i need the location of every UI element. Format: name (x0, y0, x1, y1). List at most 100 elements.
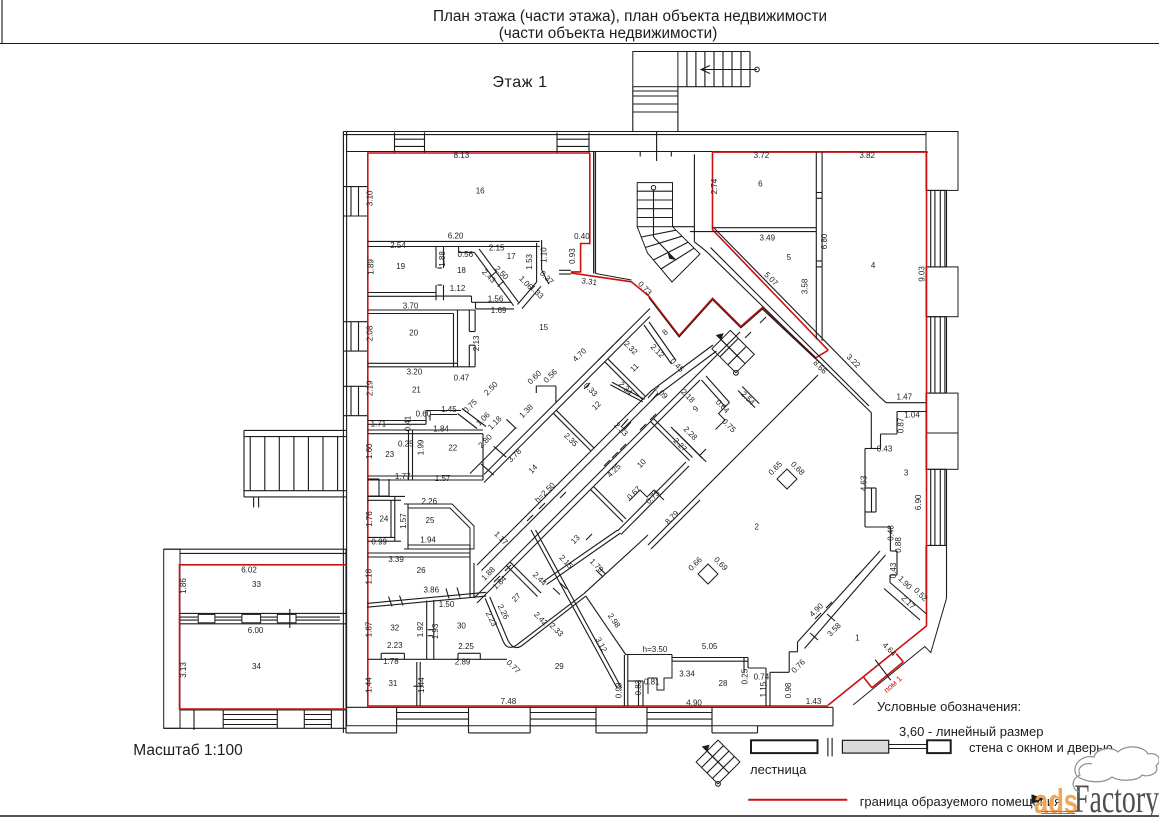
svg-text:33: 33 (252, 580, 261, 589)
svg-text:4.90: 4.90 (686, 698, 702, 707)
svg-text:2.23: 2.23 (387, 641, 403, 650)
svg-text:15: 15 (539, 323, 548, 332)
svg-text:6.20: 6.20 (448, 231, 464, 240)
svg-text:0.43: 0.43 (877, 445, 893, 454)
svg-text:2.54: 2.54 (390, 241, 406, 250)
svg-text:16: 16 (476, 187, 485, 196)
svg-text:1.89: 1.89 (366, 259, 375, 275)
svg-text:1.04: 1.04 (904, 411, 920, 420)
svg-text:0.93: 0.93 (568, 248, 577, 264)
svg-text:9.03: 9.03 (917, 266, 926, 282)
svg-text:9: 9 (691, 404, 701, 414)
svg-text:3.86: 3.86 (424, 585, 440, 594)
svg-text:6.02: 6.02 (241, 566, 257, 575)
svg-text:1.15: 1.15 (759, 681, 768, 697)
svg-text:1.78: 1.78 (383, 657, 399, 666)
svg-text:20: 20 (409, 328, 418, 337)
svg-text:Factory: Factory (1074, 776, 1159, 817)
svg-text:1.92: 1.92 (416, 621, 425, 637)
svg-text:24: 24 (379, 515, 388, 524)
svg-text:1.47: 1.47 (897, 393, 913, 402)
svg-text:0.41: 0.41 (404, 415, 413, 431)
svg-text:4.63: 4.63 (860, 475, 869, 491)
svg-text:1.57: 1.57 (399, 513, 408, 529)
svg-text:25: 25 (426, 516, 435, 525)
svg-text:5: 5 (787, 253, 792, 262)
svg-text:1.77: 1.77 (395, 472, 411, 481)
svg-text:7.48: 7.48 (501, 697, 517, 706)
svg-text:(части объекта недвижимости): (части объекта недвижимости) (499, 25, 718, 42)
svg-text:0.88: 0.88 (894, 537, 903, 553)
svg-text:4: 4 (871, 261, 876, 270)
svg-text:0.98: 0.98 (615, 682, 624, 698)
svg-text:1.99: 1.99 (416, 439, 425, 455)
svg-text:6.00: 6.00 (248, 626, 264, 635)
svg-text:32: 32 (390, 624, 399, 633)
svg-text:0.25: 0.25 (398, 440, 414, 449)
svg-text:2.15: 2.15 (489, 244, 505, 253)
svg-text:3,60 - линейный размер: 3,60 - линейный размер (899, 724, 1043, 739)
svg-text:5.05: 5.05 (702, 642, 718, 651)
svg-text:22: 22 (448, 443, 457, 452)
svg-text:0.99: 0.99 (371, 537, 387, 546)
svg-text:21: 21 (412, 386, 421, 395)
svg-text:1.60: 1.60 (365, 443, 374, 459)
svg-text:0.48: 0.48 (887, 525, 896, 541)
svg-text:19: 19 (396, 262, 405, 271)
svg-text:3.49: 3.49 (760, 234, 776, 243)
svg-text:3: 3 (904, 468, 909, 477)
svg-text:0.43: 0.43 (889, 562, 898, 578)
svg-text:граница образуемого помещения: граница образуемого помещения (860, 794, 1061, 809)
svg-text:0.47: 0.47 (454, 374, 470, 383)
svg-text:1.56: 1.56 (488, 294, 504, 303)
svg-text:6: 6 (758, 180, 763, 189)
svg-text:3.31: 3.31 (581, 276, 598, 287)
svg-text:6.80: 6.80 (820, 233, 829, 249)
svg-text:2.08: 2.08 (366, 325, 375, 341)
svg-text:31: 31 (388, 679, 397, 688)
svg-text:3.70: 3.70 (403, 302, 419, 311)
svg-text:2.25: 2.25 (458, 642, 474, 651)
svg-text:0.83: 0.83 (634, 679, 643, 695)
svg-text:2.74: 2.74 (710, 178, 719, 194)
svg-text:26: 26 (417, 566, 426, 575)
svg-text:1.43: 1.43 (806, 697, 822, 706)
svg-text:2.89: 2.89 (455, 658, 471, 667)
svg-text:3.72: 3.72 (754, 151, 770, 160)
svg-text:18: 18 (457, 266, 466, 275)
svg-text:Этаж 1: Этаж 1 (492, 74, 547, 91)
svg-text:2.26: 2.26 (422, 497, 438, 506)
svg-text:0.98: 0.98 (784, 682, 793, 698)
svg-text:28: 28 (719, 679, 728, 688)
svg-text:30: 30 (457, 622, 466, 631)
svg-text:лестница: лестница (750, 762, 807, 777)
svg-text:8: 8 (660, 327, 670, 337)
svg-text:8.13: 8.13 (454, 151, 470, 160)
svg-text:1.87: 1.87 (364, 621, 373, 637)
svg-text:1.84: 1.84 (433, 424, 449, 433)
svg-text:1.50: 1.50 (439, 600, 455, 609)
svg-text:0.40: 0.40 (574, 232, 590, 241)
svg-text:3.10: 3.10 (366, 190, 375, 206)
svg-text:3.39: 3.39 (388, 555, 404, 564)
svg-text:1.69: 1.69 (491, 306, 507, 315)
svg-text:Условные обозначения:: Условные обозначения: (877, 699, 1021, 714)
svg-text:3.82: 3.82 (859, 151, 875, 160)
svg-text:0.74: 0.74 (754, 672, 770, 681)
svg-text:1.45: 1.45 (441, 405, 457, 414)
svg-text:1.53: 1.53 (525, 253, 534, 269)
svg-text:29: 29 (555, 662, 564, 671)
svg-text:0.25: 0.25 (741, 668, 750, 684)
svg-text:1.57: 1.57 (435, 474, 451, 483)
svg-text:План этажа (части этажа), план: План этажа (части этажа), план объекта н… (433, 8, 827, 25)
svg-text:1.10: 1.10 (539, 247, 548, 263)
svg-text:6.90: 6.90 (914, 494, 923, 510)
svg-text:3.34: 3.34 (679, 670, 695, 679)
svg-text:1.94: 1.94 (420, 536, 436, 545)
svg-text:0.81: 0.81 (644, 678, 660, 687)
svg-text:3.13: 3.13 (179, 662, 188, 678)
svg-text:3.20: 3.20 (407, 368, 423, 377)
svg-text:1.18: 1.18 (364, 568, 373, 584)
svg-text:1.88: 1.88 (438, 251, 447, 267)
svg-text:0.56: 0.56 (458, 250, 474, 259)
